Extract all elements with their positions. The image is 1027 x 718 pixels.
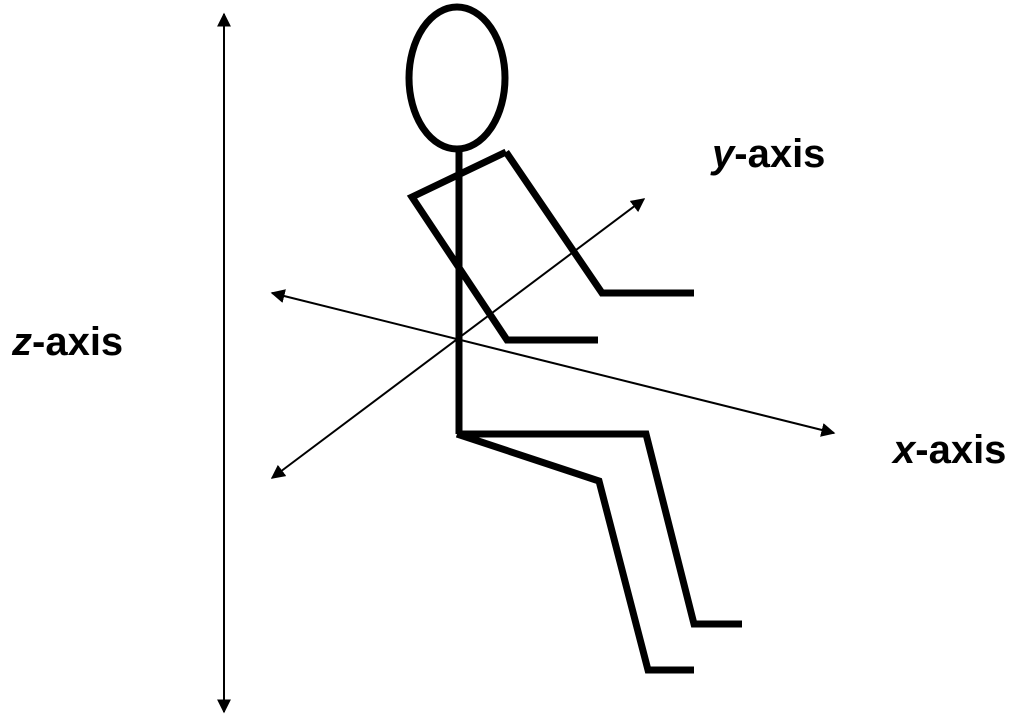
stick-figure [405,3,742,674]
figure-left-arm [406,148,598,344]
x-axis-arrow [270,289,836,437]
y-axis-label-letter: y [712,132,735,176]
y-axis-label-suffix: -axis [734,132,826,176]
x-axis-label: x-axis [893,430,1006,470]
figure-upper-leg-front [457,430,742,628]
y-axis-label: y-axis [712,134,825,174]
figure-head [405,3,509,153]
figure-right-arm [503,150,694,297]
z-axis-label: z-axis [12,322,123,362]
x-axis-label-letter: x [893,428,916,472]
z-axis-label-letter: z [12,320,32,364]
z-axis-label-suffix: -axis [32,320,124,364]
x-axis-label-suffix: -axis [915,428,1007,472]
figure-upper-leg-rear [455,430,694,674]
